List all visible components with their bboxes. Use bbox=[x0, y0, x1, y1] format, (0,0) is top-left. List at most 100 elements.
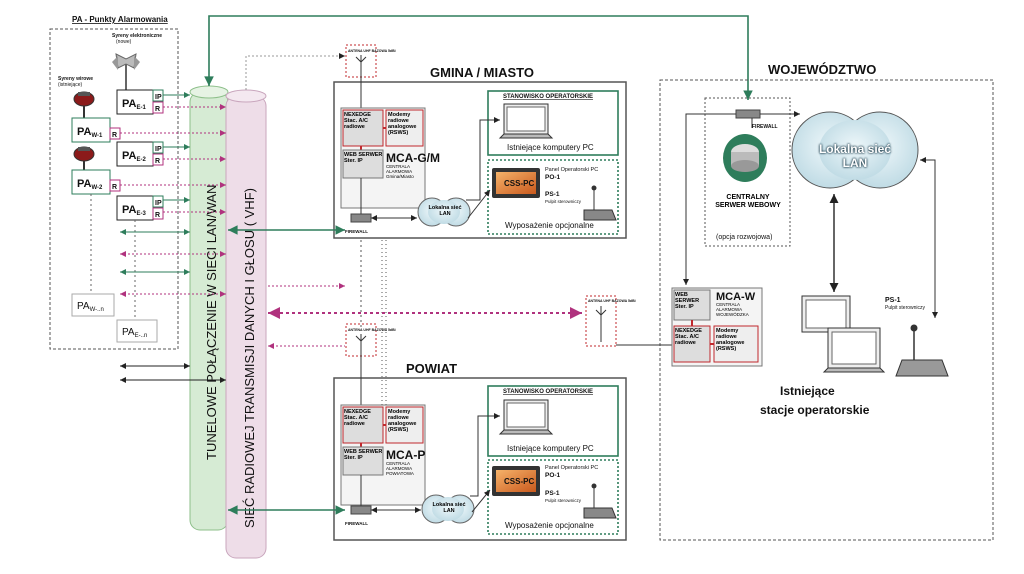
pa-node-w1[interactable]: PAW-1 R bbox=[71, 117, 121, 143]
radio-tunnel: SIEĆ RADIOWEJ TRANSMISJI DANYCH I GŁOSU … bbox=[225, 89, 267, 559]
gmina-po-label: PO-1 bbox=[545, 174, 561, 181]
woj-nexedge: NEXEDGE Stac. A/C radiowe bbox=[675, 328, 702, 346]
gmina-nexedge: NEXEDGE Stac. A/C radiowe bbox=[344, 112, 371, 130]
woj-firewall-label: FIREWALL bbox=[752, 124, 778, 130]
powiat-lan-label: Lokalna sieć LAN bbox=[432, 502, 466, 514]
pa-syreny-elektroniczne-sub: (nowe) bbox=[116, 39, 132, 45]
ip-tag: IP bbox=[155, 94, 162, 101]
powiat-opcjonalne: Wyposażenie opcjonalne bbox=[505, 521, 594, 530]
ip-tag: IP bbox=[155, 200, 162, 207]
firewall-icon bbox=[350, 213, 372, 223]
pa-node-e-n[interactable]: PAE-..n bbox=[116, 319, 158, 343]
firewall-icon bbox=[735, 109, 761, 119]
pa-node-e2[interactable]: PAE-2 IP R bbox=[116, 141, 164, 167]
gmina-modemy: Modemy radiowe analogowe (RSWS) bbox=[388, 112, 417, 136]
pa-syreny-wirowe: Syreny wirowe bbox=[58, 76, 93, 82]
gmina-mca-sub: CENTRALA ALARMOWA Gmina/Miasto bbox=[386, 164, 414, 179]
gmina-lan-label: Lokalna sieć LAN bbox=[428, 205, 462, 217]
powiat-ps-sub: Pulpit sterowniczy bbox=[545, 498, 582, 503]
electronic-siren-icon bbox=[112, 53, 140, 92]
woj-modemy: Modemy radiowe analogowe (RSWS) bbox=[716, 328, 745, 352]
top-radio-link bbox=[245, 53, 345, 90]
svg-text:PAW-..n: PAW-..n bbox=[77, 301, 104, 313]
powiat-mca-sub: CENTRALA ALARMOWA POWIATOWA bbox=[386, 461, 414, 476]
woj-mca-title: MCA-W bbox=[716, 291, 756, 303]
lan-wan-tunnel: TUNELOWE POŁĄCZENIE W SIECI LAN/WAN bbox=[189, 85, 229, 531]
r-tag: R bbox=[112, 132, 117, 139]
gmina-css-label: CSS-PC bbox=[504, 179, 534, 188]
powiat-nexedge: NEXEDGE Stac. A/C radiowe bbox=[344, 409, 371, 427]
server-icon bbox=[723, 134, 767, 182]
pa-syreny-wirowe-sub: (istniejące) bbox=[58, 82, 83, 88]
powiat-stanowisko: STANOWISKO OPERATORSKIE bbox=[503, 389, 593, 395]
gmina-title: GMINA / MIASTO bbox=[430, 65, 534, 80]
gmina-panel-label: Panel Operatorski PC bbox=[545, 167, 598, 173]
woj-panel: WOJEWÓDZTWO FIREWALL CENTRALNY SERWER WE… bbox=[585, 62, 994, 541]
pa-node-e1[interactable]: PAE-1 IP R bbox=[116, 89, 164, 115]
pa-frame bbox=[49, 28, 179, 350]
pa-links bbox=[120, 92, 226, 383]
css-pc-icon bbox=[492, 466, 540, 496]
r-tag: R bbox=[155, 212, 160, 219]
pa-node-w-n[interactable]: PAW-..n bbox=[71, 293, 115, 317]
control-console-icon bbox=[583, 185, 617, 221]
radio-label: SIEĆ RADIOWEJ TRANSMISJI DANYCH I GŁOSU … bbox=[242, 188, 257, 528]
woj-opcja-label: (opcja rozwojowa) bbox=[716, 234, 772, 241]
woj-lan-label: Lokalna sieć LAN bbox=[818, 142, 892, 170]
gmina-panel: GMINA / MIASTO ANTENA UHF BAZOWA 5dBi NE… bbox=[228, 44, 627, 239]
woj-serwer-label: CENTRALNY SERWER WEBOWY bbox=[715, 194, 781, 209]
woj-ps-sub: Pulpit sterowniczy bbox=[885, 305, 926, 311]
powiat-panel: POWIAT ANTENA UHF BAZOWA 5dBi NEXEDGE St… bbox=[228, 323, 627, 541]
woj-lan-cloud bbox=[791, 111, 919, 189]
svg-text:PAE-2: PAE-2 bbox=[122, 150, 146, 163]
control-console-icon bbox=[895, 324, 949, 377]
lan-wan-label: TUNELOWE POŁĄCZENIE W SIECI LAN/WAN bbox=[204, 185, 219, 460]
ip-tag: IP bbox=[155, 146, 162, 153]
woj-web-server: WEB SERWER Ster. IP bbox=[675, 292, 700, 310]
powiat-komputery: Istniejące komputery PC bbox=[507, 444, 594, 453]
gmina-firewall-label: FIREWALL bbox=[345, 229, 368, 234]
powiat-antenna-label: ANTENA UHF BAZOWA 5dBi bbox=[348, 328, 396, 332]
woj-ps-label: PS-1 bbox=[885, 297, 901, 304]
gmina-ps-label: PS-1 bbox=[545, 191, 560, 198]
powiat-modemy: Modemy radiowe analogowe (RSWS) bbox=[388, 409, 417, 433]
antenna-icon bbox=[355, 334, 367, 356]
r-tag: R bbox=[112, 184, 117, 191]
firewall-icon bbox=[350, 505, 372, 515]
pa-node-w2[interactable]: PAW-2 R bbox=[71, 169, 121, 195]
pc-monitor-icon bbox=[801, 295, 851, 333]
antenna-icon bbox=[595, 306, 607, 342]
gmina-web-server: WEB SERWER Ster. IP bbox=[344, 152, 383, 164]
powiat-lan-cloud bbox=[421, 494, 475, 524]
gmina-lan-cloud bbox=[417, 197, 471, 227]
pa-syreny-elektroniczne: Syreny elektroniczne bbox=[112, 33, 162, 39]
top-wan-link bbox=[204, 15, 753, 100]
r-tag: R bbox=[155, 158, 160, 165]
powiat-ps-label: PS-1 bbox=[545, 490, 560, 497]
pa-node-e3[interactable]: PAE-3 IP R bbox=[116, 195, 164, 221]
pa-panel: PA - Punkty Alarmowania Syreny elektroni… bbox=[49, 15, 179, 350]
woj-title: WOJEWÓDZTWO bbox=[768, 62, 876, 77]
woj-mca-sub: CENTRALA ALARMOWA WOJEWÓDZKA bbox=[716, 302, 749, 317]
svg-text:PAE-..n: PAE-..n bbox=[122, 327, 147, 339]
powiat-mca-title: MCA-P bbox=[386, 448, 425, 462]
svg-text:PAW-1: PAW-1 bbox=[77, 126, 103, 139]
powiat-title: POWIAT bbox=[406, 361, 457, 376]
pc-monitor-icon bbox=[498, 399, 554, 435]
pc-monitor-icon bbox=[822, 327, 886, 373]
powiat-panel-label: Panel Operatorski PC bbox=[545, 465, 598, 471]
powiat-firewall-label: FIREWALL bbox=[345, 521, 368, 526]
rotary-siren-icon bbox=[73, 146, 95, 172]
powiat-po-label: PO-1 bbox=[545, 472, 561, 479]
gmina-opcjonalne: Wyposażenie opcjonalne bbox=[505, 221, 594, 230]
gmina-antenna-label: ANTENA UHF BAZOWA 5dBi bbox=[348, 49, 396, 53]
svg-text:PAW-2: PAW-2 bbox=[77, 178, 103, 191]
pa-title: PA - Punkty Alarmowania bbox=[72, 15, 168, 24]
css-pc-icon bbox=[492, 168, 540, 198]
r-tag: R bbox=[155, 106, 160, 113]
gmina-stanowisko: STANOWISKO OPERATORSKIE bbox=[503, 94, 593, 100]
powiat-css-label: CSS-PC bbox=[504, 477, 534, 486]
svg-text:PAE-1: PAE-1 bbox=[122, 98, 146, 111]
pc-monitor-icon bbox=[498, 103, 554, 139]
